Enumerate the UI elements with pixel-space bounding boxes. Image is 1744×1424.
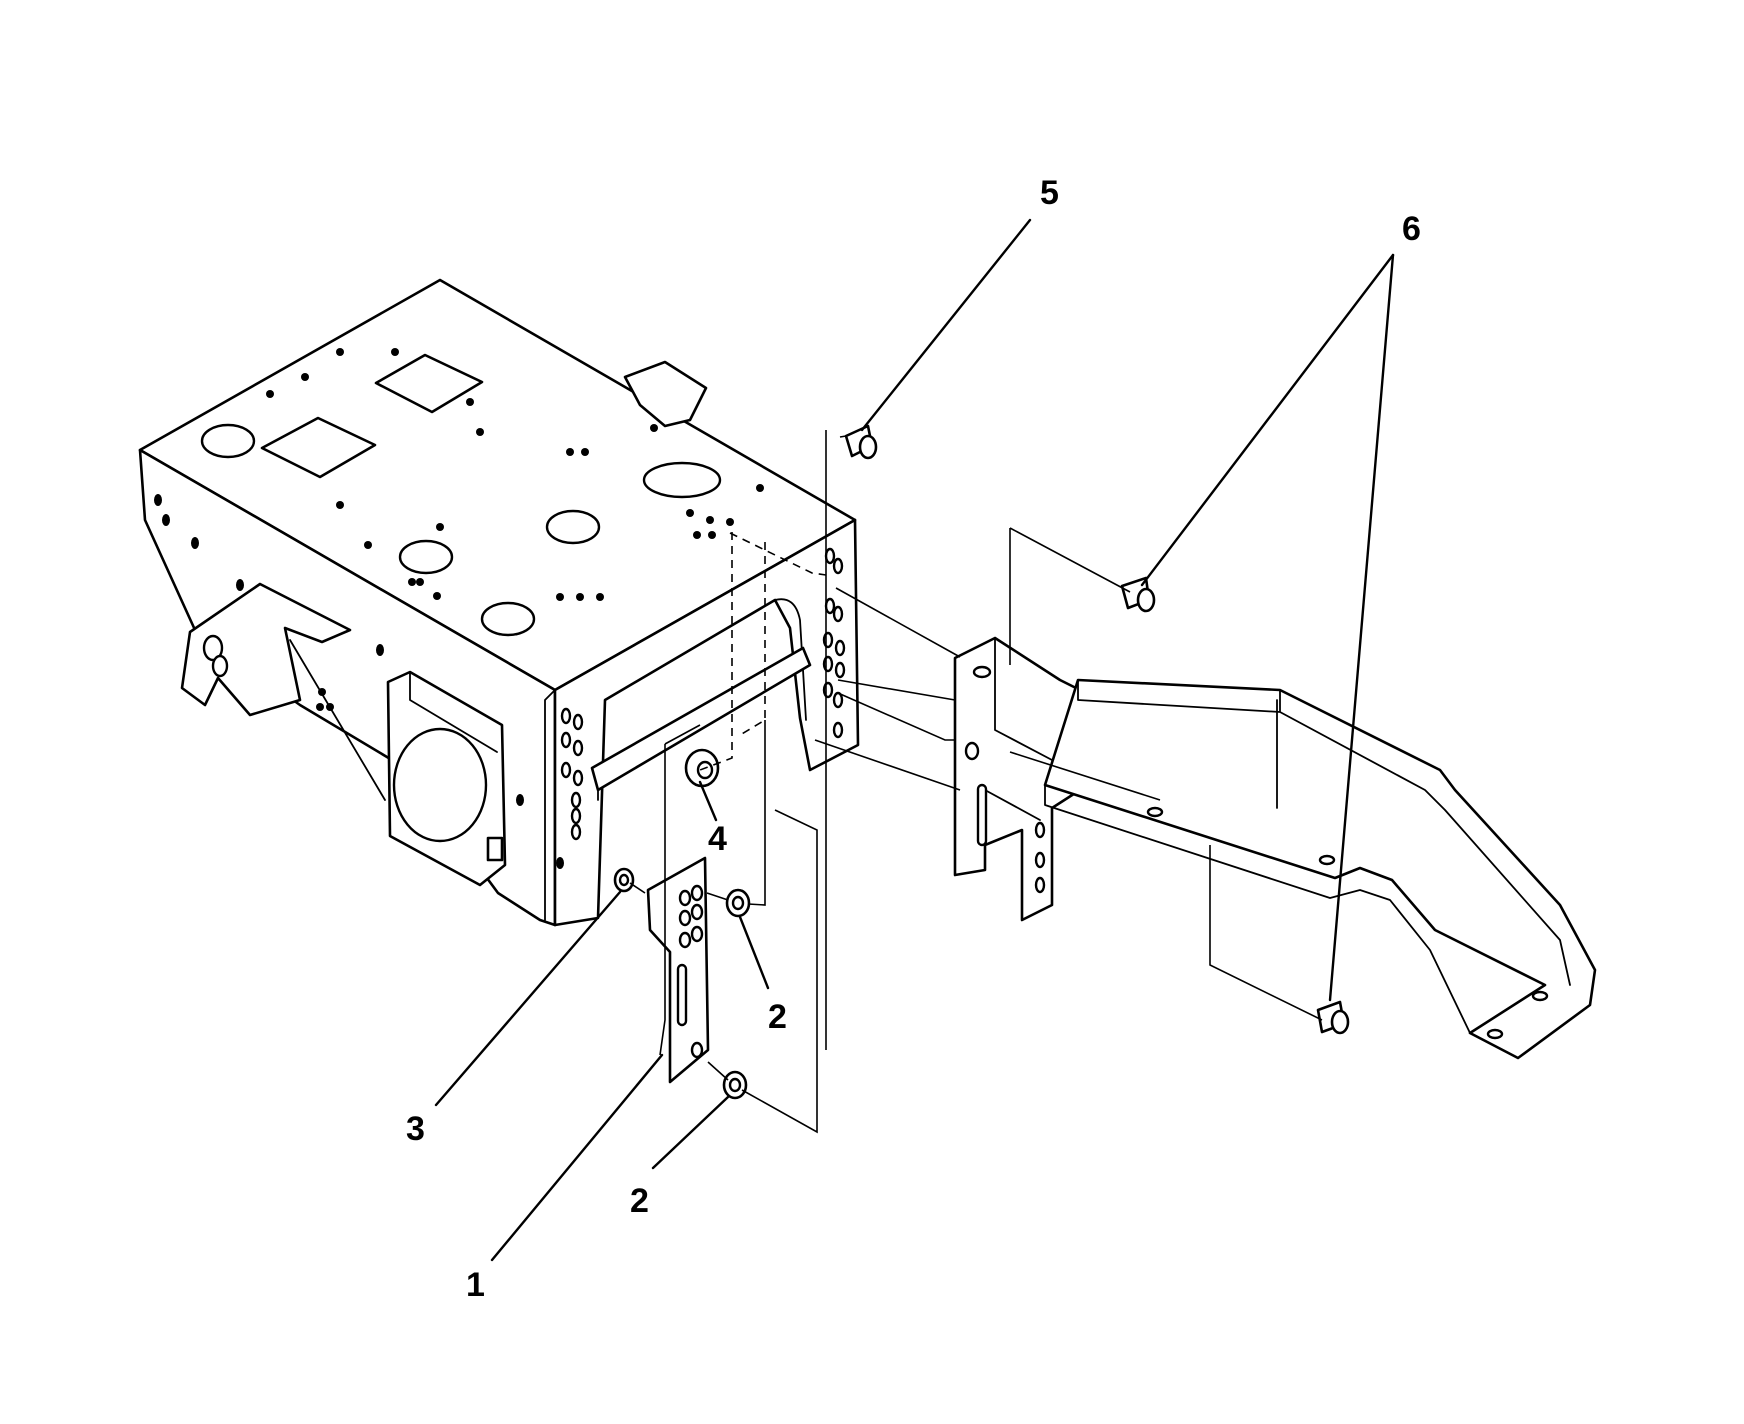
leader-2-lower	[651, 1095, 730, 1170]
callout-2-upper: 2	[768, 998, 787, 1036]
mount-plate	[953, 636, 1082, 922]
long-guard-inner-edge	[1077, 679, 1571, 986]
callout-4: 4	[708, 820, 727, 858]
top-square-cutout-1	[260, 416, 377, 479]
item-1-bracket	[646, 856, 710, 1084]
left-arm-hole-2	[211, 654, 229, 678]
leader-1	[490, 1053, 664, 1262]
item-5-bolt	[844, 424, 878, 460]
top-oval-slot	[642, 461, 722, 499]
item-2-nut-upper	[725, 888, 751, 918]
mount-plate-slot	[976, 783, 988, 847]
long-guard	[1043, 678, 1597, 1060]
callout-2-lower: 2	[630, 1182, 649, 1220]
callout-1: 1	[466, 1266, 485, 1304]
callout-3: 3	[406, 1110, 425, 1148]
callout-6: 6	[1402, 210, 1421, 248]
leader-3	[434, 890, 622, 1107]
main-frame	[138, 278, 860, 927]
left-side-arm	[180, 582, 352, 717]
top-round-hole-4	[480, 601, 536, 637]
top-round-hole-2	[398, 539, 454, 575]
item-4-spacer	[684, 748, 720, 788]
rear-top-bracket	[623, 360, 708, 428]
mount-plate-body	[953, 636, 1082, 922]
end-plate-holes	[560, 547, 846, 841]
front-mount-pin	[486, 836, 504, 862]
end-plate-lip	[544, 689, 556, 921]
front-mount-box-opening	[392, 727, 488, 843]
mount-plate-fold	[984, 637, 1053, 821]
callout-5: 5	[1040, 174, 1059, 212]
leader-5	[860, 218, 1032, 432]
bracket-holes	[678, 884, 704, 1059]
top-round-hole-3	[545, 509, 601, 545]
leader-lines	[434, 218, 1395, 1262]
leader-2-upper	[738, 915, 770, 990]
long-guard-lower-flange	[1044, 784, 1471, 1034]
item-2-nut-lower	[722, 1070, 748, 1100]
left-arm-hole-1	[202, 634, 224, 662]
leader-4	[698, 780, 718, 822]
top-round-hole-1	[200, 423, 256, 459]
callout-labels: 5 6 4 2 3 2 1	[406, 174, 1421, 1304]
top-rivet-holes	[266, 348, 764, 601]
left-arm-lower-edge	[289, 639, 386, 801]
bracket-slot	[676, 963, 688, 1027]
end-plate-inner-edge	[604, 598, 807, 721]
leader-6-upper	[1140, 253, 1395, 587]
item-6-bolt-upper	[1120, 576, 1156, 613]
leader-6-lower	[1328, 253, 1395, 1002]
top-square-cutout-2	[374, 353, 484, 414]
long-guard-body	[1043, 678, 1597, 1060]
item-6-bolt-lower	[1316, 1000, 1350, 1035]
assembly-lines	[629, 430, 1323, 1134]
front-mount-box-inner	[409, 671, 498, 753]
item-3-nut	[613, 867, 635, 893]
